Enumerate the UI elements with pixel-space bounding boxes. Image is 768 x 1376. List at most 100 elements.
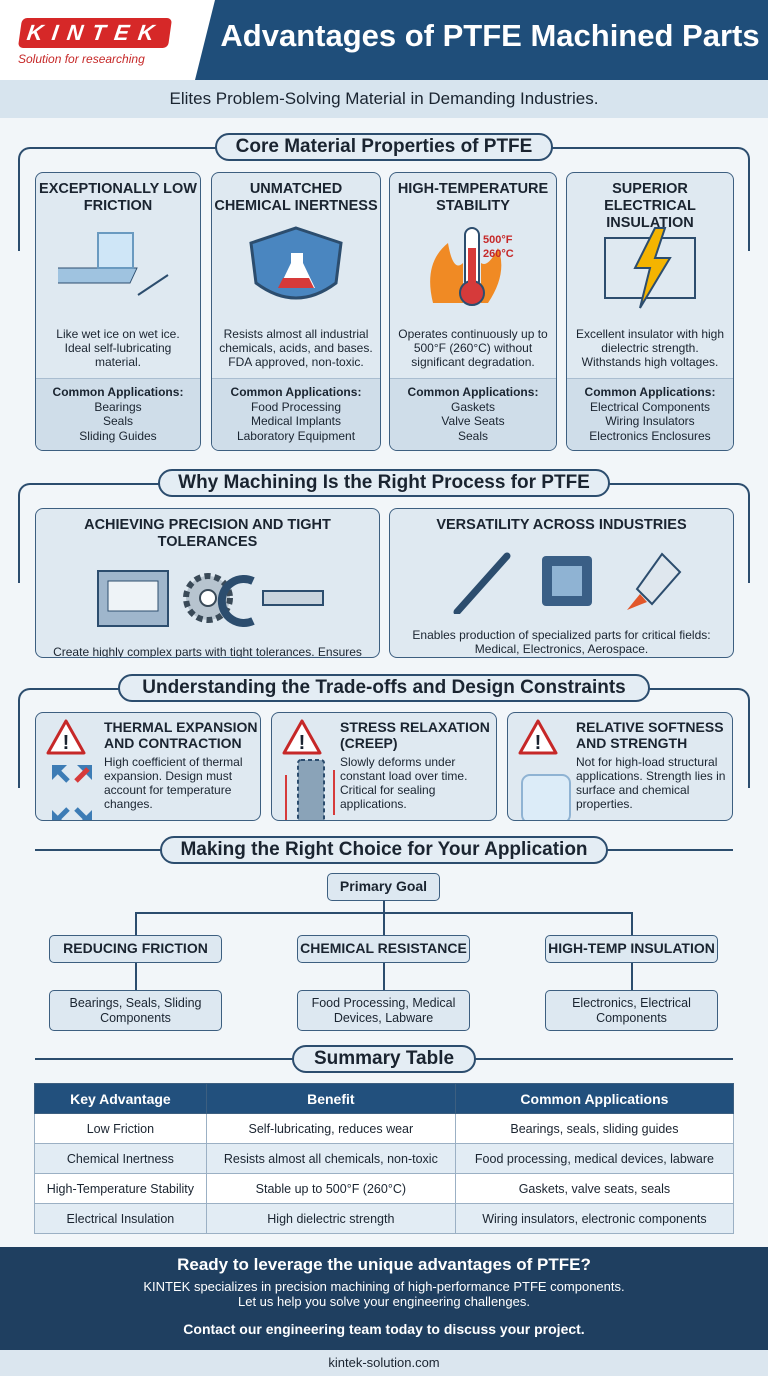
table-cell: High dielectric strength xyxy=(205,1203,456,1234)
common-applications: Common Applications: Electrical Componen… xyxy=(567,378,733,450)
card-description: Not for high-load structural application… xyxy=(576,755,726,811)
card-description: Enables production of specialized parts … xyxy=(412,628,711,656)
section-title-core: Core Material Properties of PTFE xyxy=(215,133,553,161)
logo-tagline: Solution for researching xyxy=(18,52,145,66)
ice-cube-on-sheets-icon xyxy=(58,232,169,296)
application-item: Wiring Insulators xyxy=(605,414,695,428)
svg-text:!: ! xyxy=(63,732,70,754)
table-cell: Wiring insulators, electronic components xyxy=(454,1203,735,1234)
goal-node: CHEMICAL RESISTANCE xyxy=(297,935,470,963)
card-description: Resists almost all industrial chemicals,… xyxy=(219,327,373,369)
application-item: Seals xyxy=(457,428,489,443)
website-link[interactable]: kintek-solution.com xyxy=(0,1350,768,1376)
application-item: Gaskets xyxy=(450,399,495,414)
card-description: Like wet ice on wet ice. Ideal self-lubr… xyxy=(56,327,180,369)
micrometer-icon xyxy=(217,575,324,627)
svg-text:!: ! xyxy=(535,732,542,754)
scalpel-icon xyxy=(453,552,510,614)
apps-label: Common Applications: xyxy=(407,385,539,399)
tradeoff-card: ! STRESS RELAXATION (CREEP) Slowly defor… xyxy=(271,712,497,821)
lightning-circuit-icon xyxy=(604,227,696,309)
warning-icon: ! xyxy=(46,719,86,755)
card-title: VERSATILITY ACROSS INDUSTRIES xyxy=(436,517,687,533)
table-cell: Bearings, seals, sliding guides xyxy=(454,1113,735,1144)
warning-icon: ! xyxy=(518,719,558,755)
application-item: Seals xyxy=(102,414,134,428)
application-item: Bearings xyxy=(94,399,142,414)
goal-node: REDUCING FRICTION xyxy=(49,935,222,963)
card-title: STRESS RELAXATION (CREEP) xyxy=(340,719,490,751)
card-title: ACHIEVING PRECISION AND TIGHT TOLERANCES xyxy=(84,517,331,550)
application-item: Electrical Components xyxy=(589,399,711,414)
industry-icons xyxy=(453,552,681,614)
card-title: UNMATCHED CHEMICAL INERTNESS xyxy=(214,181,378,214)
application-item: Valve Seats xyxy=(441,414,505,428)
apps-label: Common Applications: xyxy=(230,385,362,399)
column-header: Benefit xyxy=(205,1083,456,1114)
property-card: SUPERIOR ELECTRICAL INSULATION Excellent… xyxy=(566,172,734,451)
application-item: Electronics Enclosures xyxy=(589,428,711,443)
table-cell: Self-lubricating, reduces wear xyxy=(205,1113,456,1144)
shield-flask-icon xyxy=(249,226,343,300)
connector xyxy=(631,912,633,935)
card-description: Operates continuously up to 500°F (260°C… xyxy=(398,327,548,369)
card-description: Slowly deforms under constant load over … xyxy=(340,755,468,811)
svg-text:!: ! xyxy=(299,732,306,754)
connector xyxy=(135,912,137,935)
section-title-summary: Summary Table xyxy=(292,1045,476,1073)
kintek-logo[interactable]: KINTEK xyxy=(17,18,173,48)
card-title: THERMAL EXPANSION AND CONTRACTION xyxy=(104,719,258,751)
card-description: High coefficient of thermal expansion. D… xyxy=(104,755,243,811)
apps-label: Common Applications: xyxy=(52,385,184,399)
spring-icon xyxy=(285,759,335,820)
warning-icon: ! xyxy=(282,719,322,755)
goal-node: HIGH-TEMP INSULATION xyxy=(545,935,718,963)
footer-cta: Ready to leverage the unique advantages … xyxy=(0,1247,768,1350)
connector xyxy=(383,963,385,990)
page-title: Advantages of PTFE Machined Parts xyxy=(220,18,760,53)
apps-label: Common Applications: xyxy=(584,385,716,399)
card-title: SUPERIOR ELECTRICAL INSULATION xyxy=(604,181,696,231)
expansion-arrows-icon xyxy=(52,765,92,820)
column-header: Key Advantage xyxy=(34,1083,207,1114)
thermometer-flame-icon: 500°F 260°C xyxy=(430,227,514,306)
tradeoff-card: ! RELATIVE SOFTNESS AND STRENGTH Not for… xyxy=(507,712,733,821)
footer-contact[interactable]: Contact our engineering team today to di… xyxy=(183,1321,585,1337)
connector xyxy=(383,912,385,935)
tradeoff-card: ! THERMAL EXPANSION AND CONTRACTION High… xyxy=(35,712,261,821)
card-title: EXCEPTIONALLY LOW FRICTION xyxy=(39,181,197,214)
table-cell: High-Temperature Stability xyxy=(34,1173,207,1204)
summary-table: Key Advantage Benefit Common Application… xyxy=(34,1083,735,1234)
machining-card-versatility: VERSATILITY ACROSS INDUSTRIES Enables pr… xyxy=(389,508,734,658)
column-header: Common Applications xyxy=(454,1083,735,1114)
card-description: Create highly complex parts with tight t… xyxy=(53,645,362,658)
machining-card-precision: ACHIEVING PRECISION AND TIGHT TOLERANCES… xyxy=(35,508,380,658)
precision-icons xyxy=(96,570,324,627)
application-item: Medical Implants xyxy=(250,414,342,428)
connector xyxy=(631,963,633,990)
cnc-machine-icon xyxy=(96,570,169,627)
result-node: Electronics, Electrical Components xyxy=(545,990,718,1031)
soft-cube-icon xyxy=(521,774,571,820)
card-title: RELATIVE SOFTNESS AND STRENGTH xyxy=(576,719,724,751)
table-cell: Chemical Inertness xyxy=(34,1143,207,1174)
table-cell: Electrical Insulation xyxy=(34,1203,207,1234)
footer-text: KINTEK specializes in precision machinin… xyxy=(143,1279,625,1294)
footer-headline: Ready to leverage the unique advantages … xyxy=(177,1255,591,1274)
header-banner xyxy=(195,0,768,80)
rocket-icon xyxy=(626,552,681,610)
property-card: UNMATCHED CHEMICAL INERTNESS Resists alm… xyxy=(211,172,381,451)
page-subtitle: Elites Problem-Solving Material in Deman… xyxy=(0,80,768,118)
svg-text:260°C: 260°C xyxy=(483,248,514,260)
temperature-label: 500°F xyxy=(483,234,513,246)
property-card: EXCEPTIONALLY LOW FRICTION Like wet ice … xyxy=(35,172,201,451)
application-item: Laboratory Equipment xyxy=(236,428,356,443)
